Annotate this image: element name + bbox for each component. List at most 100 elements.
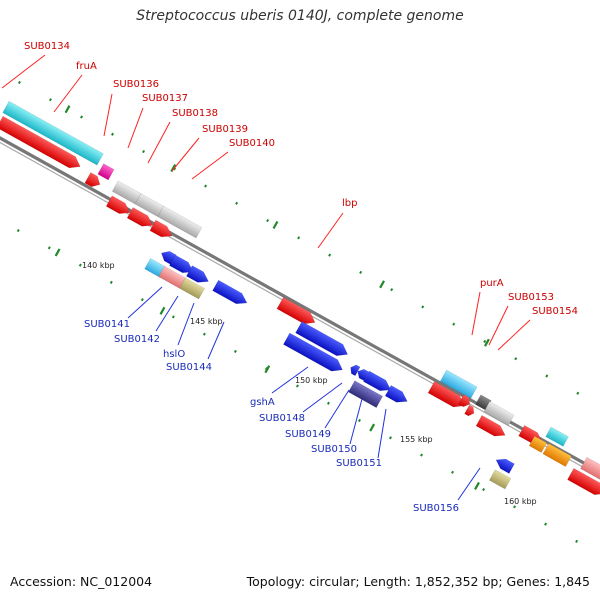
- gene-SUB0139: [105, 195, 131, 214]
- gene-p1-shape: [580, 456, 600, 484]
- gene-SUB0150-shape: [348, 380, 384, 408]
- label-SUB0148-leader: [302, 382, 343, 413]
- gene-lbp: [276, 297, 316, 325]
- scale-tick: [390, 288, 394, 292]
- gene-purA-a-shape: [439, 369, 478, 399]
- gene-s2: [357, 368, 370, 381]
- major-tick: [379, 280, 385, 289]
- label-lbp: lbp: [342, 198, 357, 209]
- label-SUB0134: SUB0134: [24, 41, 70, 52]
- scale-tick: [47, 246, 51, 250]
- scale-tick: [109, 280, 113, 284]
- gene-SUB0136: [111, 180, 142, 205]
- scale-label: 140 kbp: [82, 261, 115, 270]
- gene-gshA-b: [283, 332, 343, 372]
- gene-small1-shape: [458, 394, 471, 408]
- scale-tick: [202, 332, 206, 336]
- label-SUB0137-leader: [127, 107, 144, 149]
- gene-s1: [350, 364, 361, 377]
- label-SUB0144: SUB0144: [166, 362, 212, 373]
- label-SUB0136-leader: [103, 93, 113, 137]
- scale-tick: [575, 539, 579, 543]
- label-SUB0137: SUB0137: [142, 93, 188, 104]
- scale-tick: [357, 418, 361, 423]
- label-hslO-leader: [177, 302, 195, 346]
- gene-purA-a: [439, 369, 478, 399]
- gene-fruA-shape: [0, 115, 81, 169]
- scale-tick: [326, 401, 330, 405]
- scale-tick: [514, 357, 518, 361]
- scale-ticks: [16, 80, 580, 543]
- label-SUB0138: SUB0138: [172, 108, 218, 119]
- gene-small1: [458, 394, 471, 408]
- label-SUB0139: SUB0139: [202, 124, 248, 135]
- gene-SUB0142-shape: [158, 265, 186, 289]
- label-SUB0149: SUB0149: [285, 429, 331, 440]
- label-SUB0153-leader: [488, 305, 509, 346]
- gene-c1-shape: [545, 426, 569, 447]
- major-tick: [64, 105, 71, 114]
- accession-label: Accession: NC_012004: [10, 574, 153, 589]
- scale-tick: [513, 505, 517, 509]
- gene-SUB0156: [488, 469, 512, 490]
- gene-SUB0140a: [126, 207, 154, 227]
- label-SUB0151: SUB0151: [336, 458, 382, 469]
- major-tick: [54, 248, 61, 257]
- label-SUB0140-leader: [191, 151, 229, 180]
- scale-tick: [482, 488, 486, 492]
- gene-gshA-a-shape: [295, 321, 349, 356]
- gene-SUB0140a-shape: [126, 207, 154, 227]
- scale-tick: [140, 298, 144, 302]
- label-SUB0148: SUB0148: [259, 413, 305, 424]
- scale-tick: [544, 522, 548, 526]
- gene-SUB0136-shape: [111, 180, 142, 205]
- scale-tick: [235, 201, 239, 205]
- label-SUB0142: SUB0142: [114, 334, 160, 345]
- scale-tick: [545, 374, 549, 378]
- gene-SUB0144a: [212, 279, 248, 305]
- gene-r2: [567, 467, 600, 495]
- gene-small-magenta: [97, 163, 115, 181]
- label-fruA: fruA: [76, 61, 97, 72]
- gene-lbp-shape: [276, 297, 316, 325]
- scale-tick: [233, 349, 237, 354]
- gene-features: [0, 100, 600, 495]
- label-purA-leader: [471, 291, 481, 336]
- gene-p1: [580, 456, 600, 484]
- gene-SUB0142: [158, 265, 186, 289]
- label-SUB0141-leader: [127, 286, 163, 319]
- gene-small-red-shape: [84, 172, 101, 187]
- label-SUB0142-leader: [155, 295, 179, 332]
- gene-o2: [542, 443, 572, 467]
- label-lbp-leader: [317, 212, 344, 249]
- gene-b3: [186, 265, 209, 283]
- scale-tick: [295, 384, 299, 388]
- gene-labels: SUB0134 fruA SUB0136SUB0137SUB0138SUB0139S…: [24, 41, 578, 514]
- topology-summary: Topology: circular; Length: 1,852,352 bp…: [246, 574, 590, 589]
- major-tick: [264, 365, 271, 374]
- label-SUB0136: SUB0136: [113, 79, 159, 90]
- scale-tick: [204, 184, 208, 188]
- scale-tick: [49, 98, 52, 102]
- gene-b3-shape: [186, 265, 209, 283]
- gene-SUB0148-shape: [363, 370, 392, 392]
- label-SUB0150: SUB0150: [311, 444, 357, 455]
- gene-purA-b-shape: [427, 381, 465, 408]
- gene-SUB0138-shape: [157, 205, 203, 239]
- gene-gshA-b-shape: [283, 332, 343, 372]
- label-SUB0134-leader: [1, 54, 46, 89]
- gene-SUB0153-shape: [483, 401, 515, 426]
- gene-SUB0156-shape: [488, 469, 512, 490]
- gene-SUB0154: [475, 415, 506, 437]
- scale-tick: [80, 115, 83, 119]
- gene-s2-shape: [357, 368, 370, 381]
- label-SUB0149-leader: [324, 389, 350, 429]
- gene-SUB0134-shape: [2, 100, 104, 166]
- gene-SUB0137-shape: [134, 193, 164, 217]
- major-tick: [159, 306, 166, 315]
- gene-b2: [169, 254, 194, 274]
- label-SUB0141: SUB0141: [84, 319, 130, 330]
- label-SUB0153: SUB0153: [508, 292, 554, 303]
- map-title: Streptococcus uberis 0140J, complete gen…: [136, 8, 464, 24]
